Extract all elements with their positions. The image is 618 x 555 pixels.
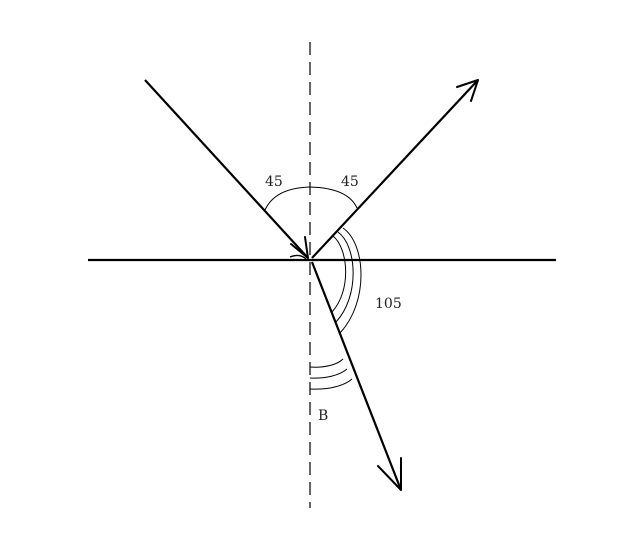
refracted-angle-arc-middle — [335, 231, 354, 323]
hit-point-tick — [289, 254, 307, 260]
incident-ray — [144, 79, 309, 259]
angle-b-arc-inner — [309, 358, 344, 368]
angle-b-arc-outer — [309, 378, 353, 390]
reflected-ray — [311, 79, 479, 259]
refracted-angle-arc-inner — [331, 235, 347, 313]
angle-b-label: B — [318, 408, 328, 424]
reflected-arrowhead — [456, 79, 479, 102]
reflected-angle-arc — [309, 186, 358, 209]
incident-angle-label: 45 — [265, 174, 283, 190]
refracted-ray — [310, 261, 403, 491]
incident-angle-arc — [264, 186, 311, 211]
refracted-angle-label: 105 — [375, 296, 402, 312]
reflected-angle-label: 45 — [341, 174, 359, 190]
refracted-arrowhead — [377, 457, 402, 491]
refracted-angle-arc-outer — [339, 227, 362, 334]
angle-b-arc-middle — [309, 368, 348, 379]
incident-arrowhead — [290, 236, 309, 259]
